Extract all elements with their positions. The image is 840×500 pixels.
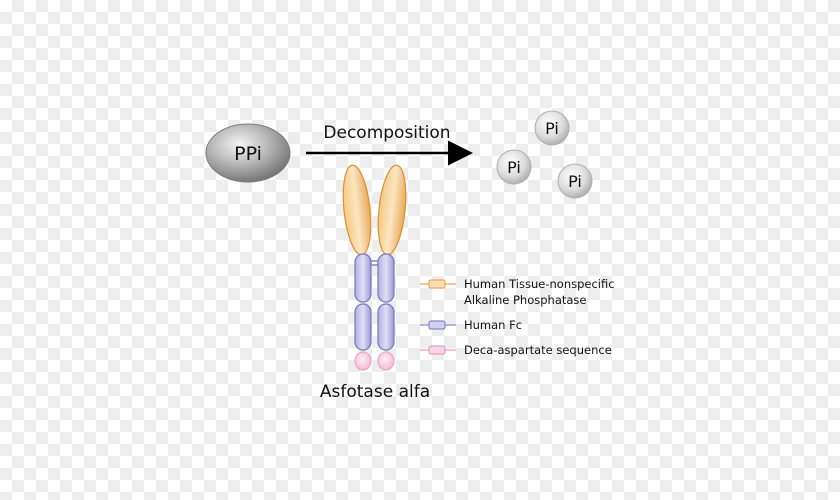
pi-label: Pi bbox=[568, 172, 582, 191]
molecule-name: Asfotase alfa bbox=[320, 382, 430, 402]
deca-aspartate-left bbox=[354, 351, 372, 371]
fc-domain-right-lower bbox=[377, 303, 395, 351]
pi-label: Pi bbox=[545, 119, 559, 138]
legend-label: Human Tissue-nonspecific bbox=[464, 277, 615, 291]
asfotase-alfa-structure bbox=[342, 164, 407, 371]
legend-item-alp: Human Tissue-nonspecific Alkaline Phosph… bbox=[420, 277, 615, 307]
fc-domain-left-lower bbox=[354, 303, 372, 351]
pi-product-2: Pi bbox=[496, 149, 532, 185]
ppi-molecule: PPi bbox=[205, 123, 291, 183]
ppi-label: PPi bbox=[234, 143, 262, 165]
fc-legend-swatch bbox=[428, 320, 446, 330]
alp-legend-swatch bbox=[428, 279, 446, 289]
legend-item-deca: Deca-aspartate sequence bbox=[420, 343, 612, 357]
pi-label: Pi bbox=[507, 158, 521, 177]
deca-aspartate-right bbox=[377, 351, 395, 371]
alp-domain-left bbox=[342, 164, 372, 256]
legend-label: Alkaline Phosphatase bbox=[464, 293, 587, 307]
legend: Human Tissue-nonspecific Alkaline Phosph… bbox=[420, 277, 615, 357]
fc-domain-left-upper bbox=[354, 253, 372, 303]
legend-label: Human Fc bbox=[464, 318, 522, 332]
pi-product-3: Pi bbox=[557, 163, 593, 199]
fc-domain-right-upper bbox=[377, 253, 395, 303]
pi-product-1: Pi bbox=[534, 110, 570, 146]
legend-item-fc: Human Fc bbox=[420, 318, 522, 332]
alp-domain-right bbox=[377, 164, 407, 256]
legend-label: Deca-aspartate sequence bbox=[464, 343, 612, 357]
deca-legend-swatch bbox=[428, 345, 446, 355]
arrow-label: Decomposition bbox=[323, 123, 450, 143]
